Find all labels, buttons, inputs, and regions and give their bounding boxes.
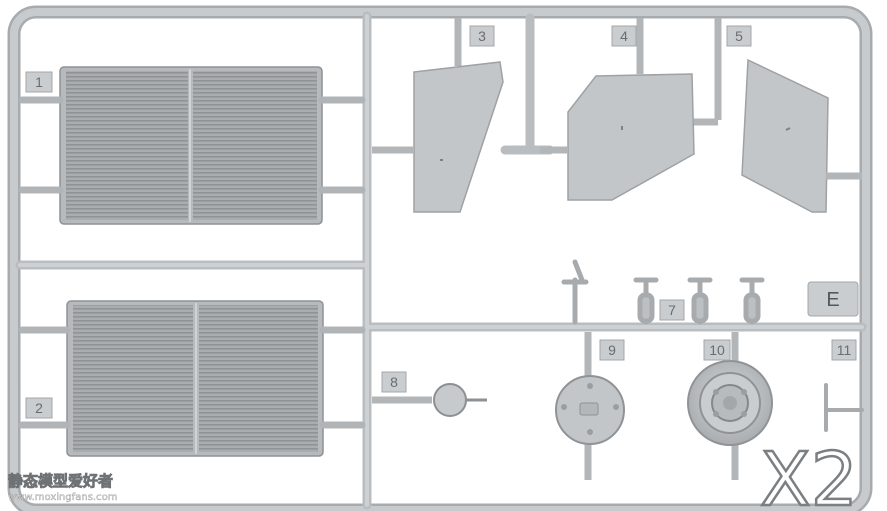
- plate-part-5: [694, 18, 862, 213]
- svg-text:10: 10: [709, 342, 725, 358]
- part-number-9-tag: 9: [599, 339, 625, 361]
- svg-text:2: 2: [35, 400, 43, 416]
- part-number-11-tag: 11: [831, 339, 857, 361]
- part-number-7-tag: 7: [659, 299, 685, 321]
- part-number-4-tag: 4: [611, 25, 637, 47]
- grille-panel-part-1: [18, 66, 366, 225]
- sprue-letter-tag: E: [807, 281, 859, 317]
- lever-part-11: [824, 383, 864, 432]
- plate-part-3: [372, 18, 504, 213]
- svg-text:3: 3: [478, 28, 486, 44]
- grille-panel-part-2: [18, 300, 366, 457]
- part-number-10-tag: 10: [703, 339, 731, 361]
- svg-text:www.moxingfans.com: www.moxingfans.com: [8, 492, 117, 503]
- part-number-8-tag: 8: [381, 371, 407, 393]
- svg-text:静态模型爱好者: 静态模型爱好者: [8, 472, 113, 490]
- svg-text:5: 5: [735, 28, 743, 44]
- round-part-8: [372, 383, 487, 417]
- watermark: 静态模型爱好者 www.moxingfans.com: [8, 472, 118, 504]
- lever-parts-7: [561, 259, 765, 325]
- svg-text:8: 8: [390, 374, 398, 390]
- svg-text:7: 7: [668, 302, 676, 318]
- svg-text:E: E: [826, 289, 839, 311]
- svg-text:4: 4: [620, 28, 628, 44]
- part-number-1-tag: 1: [25, 71, 53, 93]
- part-number-2-tag: 2: [25, 397, 53, 419]
- plate-part-4: [540, 18, 695, 201]
- svg-text:9: 9: [608, 342, 616, 358]
- part-number-3-tag: 3: [469, 25, 495, 47]
- part-number-5-tag: 5: [726, 25, 752, 47]
- wheel-hub-part-10: [687, 332, 773, 480]
- svg-text:1: 1: [35, 74, 43, 90]
- hatch-part-9: [555, 332, 625, 480]
- svg-text:11: 11: [837, 342, 852, 358]
- quantity-multiplier: X2: [760, 437, 858, 511]
- part-number-tabs: 1 2 3 4 5 7 8 9: [25, 25, 859, 419]
